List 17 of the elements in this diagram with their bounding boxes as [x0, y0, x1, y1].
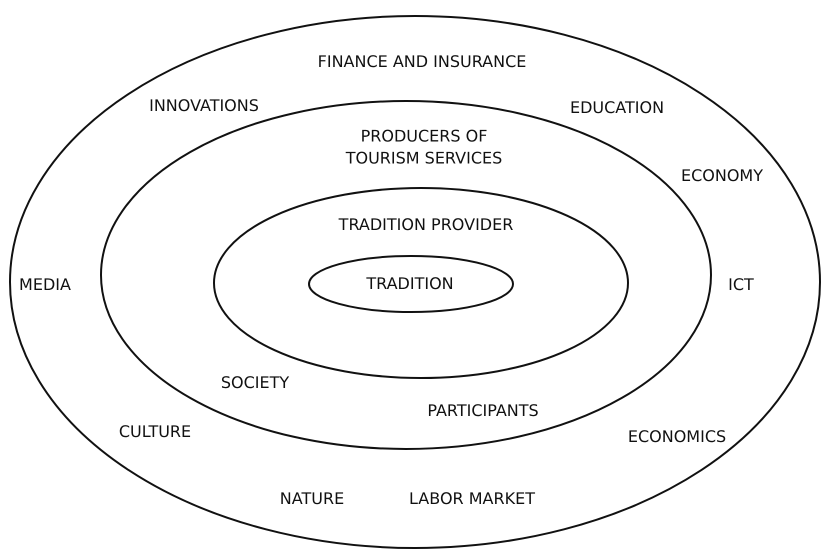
- ring-label: TRADITION: [366, 273, 454, 295]
- ring-label: ECONOMICS: [628, 426, 726, 448]
- ring-label: ICT: [728, 274, 754, 296]
- ring-label: LABOR MARKET: [409, 488, 535, 510]
- ring-label: INNOVATIONS: [149, 95, 259, 117]
- ring-label: ECONOMY: [681, 165, 763, 187]
- ring-label: PARTICIPANTS: [427, 400, 539, 422]
- ellipse: [308, 255, 514, 313]
- ring-label: PRODUCERS OF TOURISM SERVICES: [344, 125, 504, 169]
- ellipse: [9, 15, 821, 549]
- ring-label: NATURE: [280, 488, 344, 510]
- ring-label: SOCIETY: [220, 372, 290, 394]
- ring-label: FINANCE AND INSURANCE: [318, 51, 526, 73]
- ring-label: TRADITION PROVIDER: [338, 214, 514, 236]
- ring-label: MEDIA: [19, 274, 71, 296]
- ring-label: EDUCATION: [570, 97, 664, 119]
- ring-label: CULTURE: [118, 421, 192, 443]
